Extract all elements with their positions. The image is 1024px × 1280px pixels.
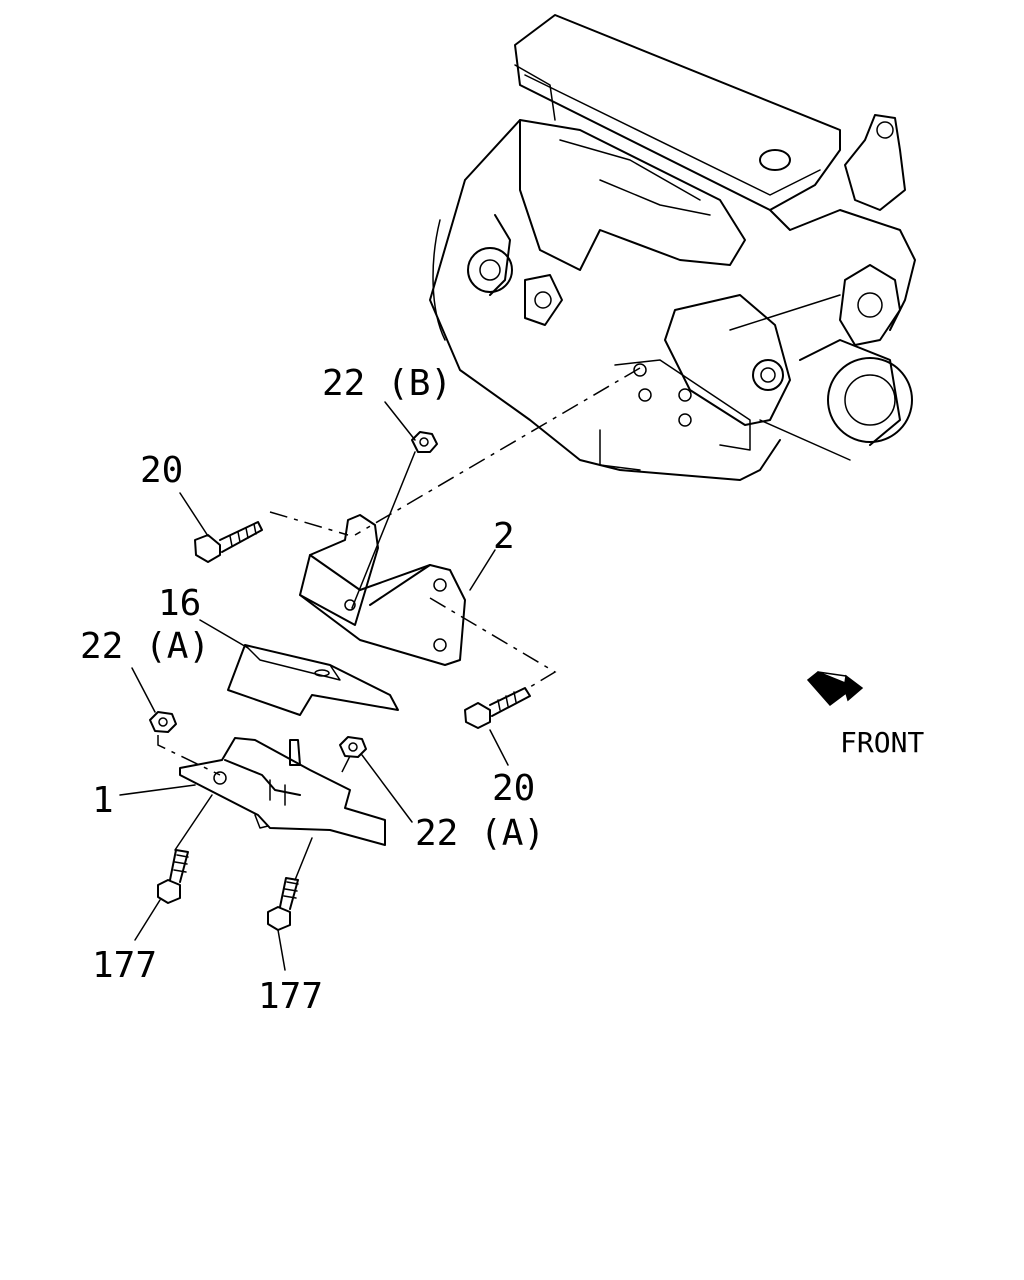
label-16: 16 bbox=[158, 583, 201, 624]
mount-part-1 bbox=[179, 737, 386, 846]
label-1: 1 bbox=[92, 780, 114, 821]
front-label: FRONT bbox=[840, 726, 924, 759]
stud-177-left bbox=[157, 849, 189, 904]
label-177-right: 177 bbox=[258, 976, 323, 1017]
front-arrow-icon bbox=[806, 671, 864, 707]
nut-22a-left bbox=[149, 711, 177, 733]
nut-22a-right bbox=[339, 736, 367, 758]
label-20-upper: 20 bbox=[140, 450, 183, 491]
label-leader-lines bbox=[119, 401, 509, 971]
label-2: 2 bbox=[493, 516, 515, 557]
label-20-lower: 20 bbox=[492, 768, 535, 809]
label-22b: 22 (B) bbox=[322, 363, 452, 404]
stud-177-right bbox=[267, 877, 299, 931]
callout-labels: 22 (B) 20 2 16 22 (A) 20 1 22 (A) 177 17… bbox=[80, 363, 545, 1017]
fasteners bbox=[149, 431, 531, 931]
bracket-part-2 bbox=[299, 514, 466, 666]
bolt-20-upper bbox=[194, 521, 263, 563]
plate-part-16 bbox=[227, 644, 399, 716]
engine-assembly bbox=[429, 14, 916, 481]
front-direction-indicator: FRONT bbox=[806, 671, 924, 759]
label-177-left: 177 bbox=[92, 945, 157, 986]
label-22a-right: 22 (A) bbox=[415, 813, 545, 854]
nut-22b bbox=[351, 431, 438, 609]
assembly-guide-lines bbox=[157, 367, 641, 777]
bolt-20-lower bbox=[464, 687, 531, 729]
label-22a-left: 22 (A) bbox=[80, 626, 210, 667]
